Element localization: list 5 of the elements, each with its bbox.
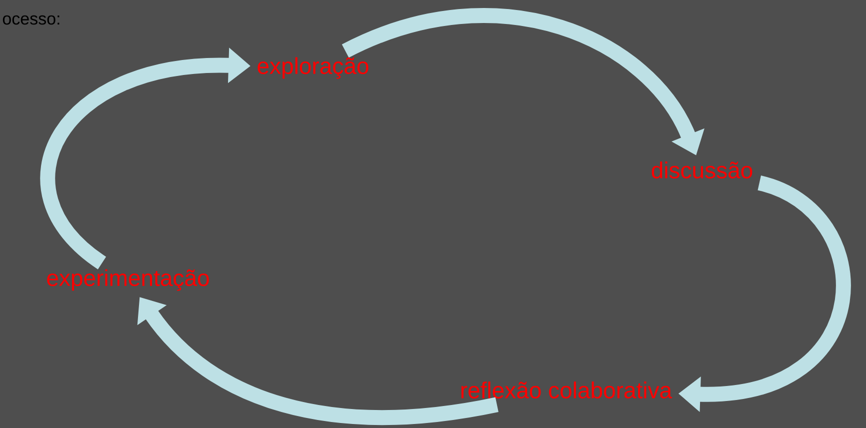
step-label: reflexão colaborativa (461, 382, 672, 398)
step-label: experimentação (47, 269, 209, 291)
step-label: exploração (258, 57, 368, 79)
step-label: discussão (652, 162, 752, 178)
heading-text: ocesso: (2, 15, 60, 25)
